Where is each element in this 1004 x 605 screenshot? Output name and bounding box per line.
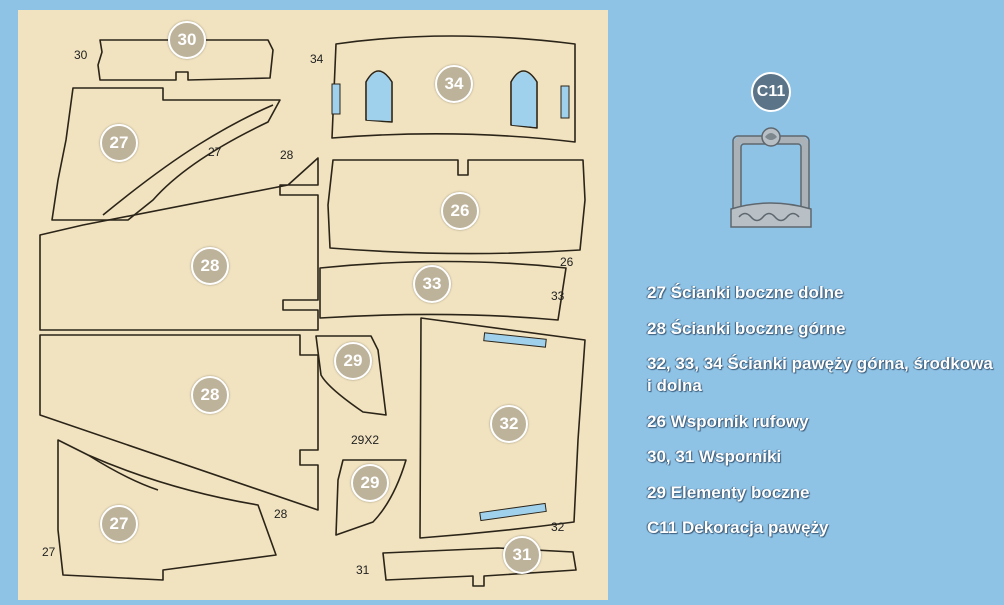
parts-outline [39,35,586,587]
part-badge: 30 [168,21,206,59]
part-27-top-cut [102,104,274,216]
part-29-bottom-outline [335,459,407,536]
part-label: 33 [551,289,565,303]
part-badge: 26 [441,192,479,230]
part-label: 32 [551,520,565,534]
part-34-window-right-fill [512,72,536,127]
part-badge: 29 [334,342,372,380]
part-27-top-outline [51,87,281,221]
legend-item: 26 Wspornik rufowy [647,411,809,431]
part-label: 28 [280,148,294,162]
part-34-window-left [365,70,393,123]
part-badge: 27 [100,124,138,162]
part-29-top-outline [315,335,387,416]
part-33-outline [319,260,567,321]
part-34-outline [331,35,576,143]
part-34-window-right [510,70,538,129]
part-badge: 34 [435,65,473,103]
part-32-outline [419,317,586,539]
legend-item: 28 Ścianki boczne górne [647,318,846,338]
part-label: 30 [74,48,88,62]
part-badge: 28 [191,247,229,285]
part-label: 27 [42,545,56,559]
part-badge: 27 [100,505,138,543]
part-30-outline [97,39,274,81]
decoration-frame-image [730,127,812,228]
part-34-slot-right [560,85,570,119]
part-badge: 32 [490,405,528,443]
legend-item: 32, 33, 34 Ścianki pawęży górna, środkow… [647,354,993,395]
part-27-bottom-outline [57,439,277,581]
legend-item: 27 Ścianki boczne dolne [647,283,844,302]
parts-legend: 27 Ścianki boczne dolne 28 Ścianki boczn… [647,282,997,553]
legend-item: C11 Dekoracja pawęży [647,518,829,537]
part-label: 27 [208,145,222,159]
part-28-bottom-outline [39,334,319,511]
legend-item: 29 Elementy boczne [647,482,810,502]
part-label: 29X2 [351,433,380,447]
part-34-window-left-fill [367,72,391,121]
part-27-bottom-cut [87,454,159,491]
part-badge: 29 [351,464,389,502]
part-32-slot-top [483,332,547,348]
part-label: 31 [356,563,370,577]
plywood-sheet: 30 34 27 28 26 33 29 28 32 29 27 31 30 3… [18,10,608,600]
part-32-slot-bottom [479,502,547,522]
part-26-outline [327,159,586,255]
legend-item: 30, 31 Wsporniki [647,447,782,466]
part-label: 34 [310,52,324,66]
part-badge: 28 [191,376,229,414]
part-badge: 33 [413,265,451,303]
part-label: 26 [560,255,574,269]
part-31-outline [382,547,577,587]
decoration-badge: C11 [751,72,791,112]
part-28-top-outline [39,157,319,331]
part-badge: 31 [503,536,541,574]
part-34-slot-left [331,83,341,115]
part-label: 28 [274,507,288,521]
